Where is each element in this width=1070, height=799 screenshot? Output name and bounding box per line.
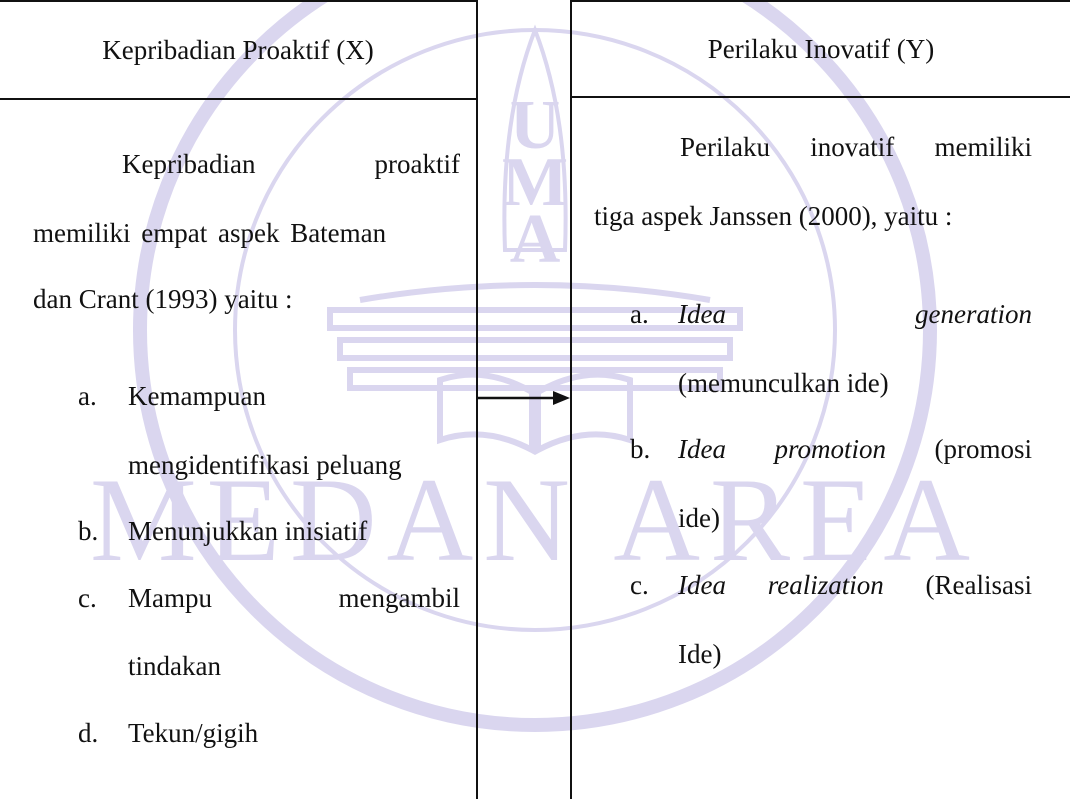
x-item-c-word: Mampu: [128, 583, 212, 613]
y-item-b-term: promotion: [774, 434, 886, 464]
watermark-letter-u: U: [510, 87, 561, 164]
x-item-c-marker: c.: [78, 583, 97, 613]
x-intro-line1: Kepribadian proaktif: [122, 149, 460, 180]
y-item-a-line1: Idea generation: [678, 299, 1032, 330]
variable-x-title: Kepribadian Proaktif (X): [0, 2, 476, 100]
x-item-a-line1: Kemampuan: [128, 381, 266, 411]
x-intro-word: Kepribadian: [122, 149, 256, 179]
x-item-d-marker: d.: [78, 718, 99, 748]
y-item-c-marker: c.: [630, 570, 649, 600]
y-item-c-paren: (Realisasi: [925, 570, 1032, 600]
x-item-a-line2: mengidentifikasi peluang: [128, 450, 402, 480]
watermark-letter-m: M: [502, 144, 568, 221]
y-item-a-term: Idea: [678, 299, 726, 329]
variable-y-box: Perilaku Inovatif (Y) Perilaku inovatif …: [570, 0, 1070, 799]
y-intro-word: inovatif: [810, 132, 895, 162]
y-intro-word: Perilaku: [680, 132, 770, 162]
watermark-letter-a: A: [510, 201, 561, 278]
x-intro-line3: dan Crant (1993) yaitu :: [33, 284, 293, 314]
y-item-c-term: Idea: [678, 570, 726, 600]
y-item-b-line2: ide): [678, 503, 720, 533]
x-item-a-marker: a.: [78, 381, 97, 411]
y-item-b-marker: b.: [630, 434, 651, 464]
x-item-b-marker: b.: [78, 516, 99, 546]
y-intro-line2: tiga aspek Janssen (2000), yaitu :: [594, 201, 953, 231]
y-item-b-line1: Idea promotion (promosi: [678, 434, 1032, 465]
y-item-c-term: realization: [767, 570, 884, 600]
variable-x-content: Kepribadian proaktif memiliki empat aspe…: [0, 100, 476, 799]
x-item-c-line2: tindakan: [128, 651, 221, 681]
x-item-c-line1: Mampu mengambil: [128, 583, 460, 614]
variable-y-title: Perilaku Inovatif (Y): [572, 2, 1070, 98]
x-item-c-word: mengambil: [338, 583, 460, 613]
y-intro-line1: Perilaku inovatif memiliki: [680, 132, 1032, 163]
y-item-a-line2: (memunculkan ide): [678, 368, 889, 398]
y-item-a-term: generation: [915, 299, 1032, 329]
y-item-a-marker: a.: [630, 299, 649, 329]
y-item-b-term: Idea: [678, 434, 726, 464]
x-item-b-line1: Menunjukkan inisiatif: [128, 516, 368, 546]
variable-y-content: Perilaku inovatif memiliki tiga aspek Ja…: [572, 98, 1070, 799]
variable-x-box: Kepribadian Proaktif (X) Kepribadian pro…: [0, 0, 478, 799]
x-intro-line2: memiliki empat aspek Bateman: [33, 218, 387, 248]
y-item-b-paren: (promosi: [934, 434, 1033, 464]
watermark-text: MEDAN AREA: [90, 453, 980, 586]
x-intro-word: proaktif: [374, 149, 460, 179]
y-intro-word: memiliki: [934, 132, 1033, 162]
y-item-c-line2: Ide): [678, 639, 722, 669]
x-item-d-line1: Tekun/gigih: [128, 718, 259, 748]
y-item-c-line1: Idea realization (Realisasi: [678, 570, 1032, 601]
